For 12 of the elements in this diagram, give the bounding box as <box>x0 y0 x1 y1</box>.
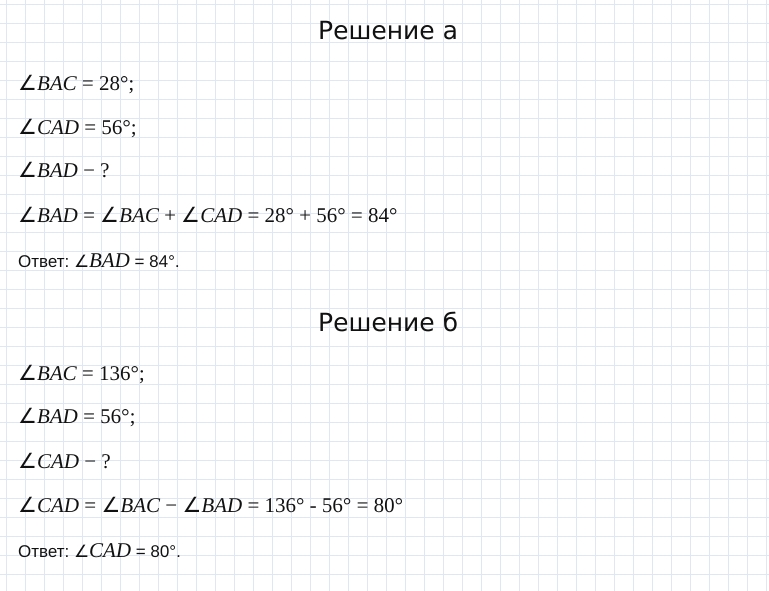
answer-line: Ответ: ∠CAD = 80°. <box>18 538 181 563</box>
answer-line: Ответ: ∠BAD = 84°. <box>18 248 180 273</box>
math-line: ∠BAD − ? <box>18 158 110 183</box>
math-line: ∠BAC = 28°; <box>18 71 134 96</box>
heading: Решение б <box>318 308 458 337</box>
math-line: ∠BAD = 56°; <box>18 404 136 429</box>
math-line: ∠CAD = ∠BAC − ∠BAD = 136° - 56° = 80° <box>18 493 404 518</box>
heading: Решение а <box>318 16 458 45</box>
math-line: ∠BAC = 136°; <box>18 361 145 386</box>
math-line: ∠CAD = 56°; <box>18 115 137 140</box>
math-line: ∠BAD = ∠BAC + ∠CAD = 28° + 56° = 84° <box>18 203 398 228</box>
math-line: ∠CAD − ? <box>18 449 111 474</box>
